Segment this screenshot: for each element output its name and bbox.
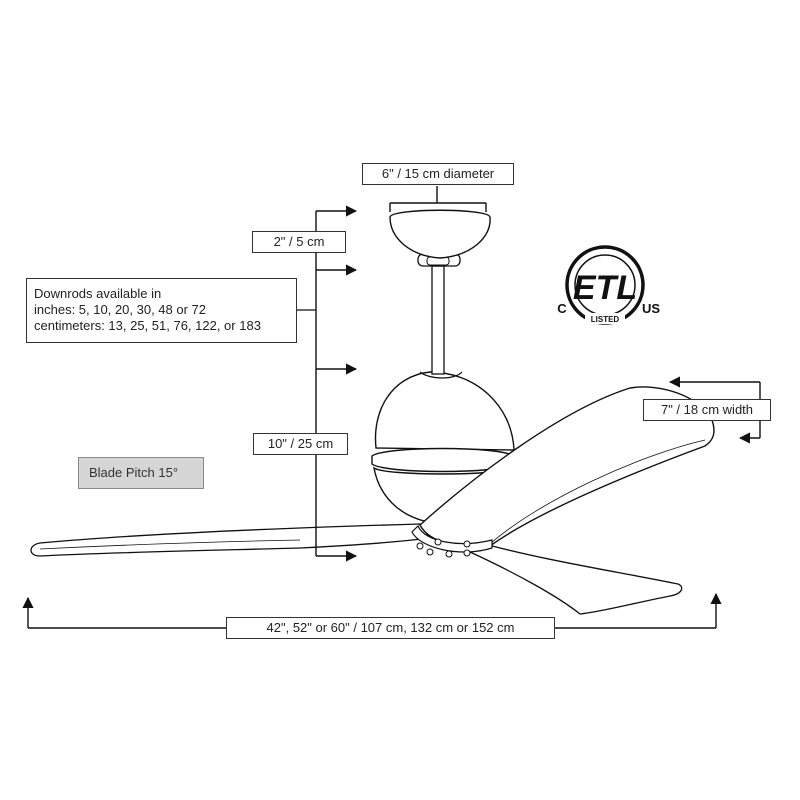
canopy-diameter-bracket: [389, 186, 487, 212]
fan-span-label: 42", 52" or 60" / 107 cm, 132 cm or 152 …: [226, 617, 555, 639]
blade-pitch-label: Blade Pitch 15°: [78, 457, 204, 489]
blade-width-label: 7" / 18 cm width: [643, 399, 771, 421]
etl-listed-mark: ETL LISTED C US: [557, 245, 660, 325]
downrod: [431, 265, 445, 375]
canopy: [389, 209, 491, 259]
blade-hub: [411, 524, 493, 558]
downrods-line-3: centimeters: 13, 25, 51, 76, 122, or 183: [34, 318, 261, 333]
etl-c-text: C: [557, 301, 567, 316]
dimension-ticks: [316, 205, 358, 562]
etl-mark-text: ETL: [573, 269, 637, 307]
etl-listed-text: LISTED: [591, 315, 620, 324]
fan-blade-lower-right: [469, 539, 683, 615]
body-height-label: 10" / 25 cm: [253, 433, 348, 455]
downrods-line-1: Downrods available in: [34, 286, 162, 301]
canopy-height-label: 2" / 5 cm: [252, 231, 346, 253]
etl-us-text: US: [642, 301, 660, 316]
fan-blade-left: [30, 523, 432, 557]
fan-blade-left-edge: [39, 539, 301, 550]
downrods-info-box: Downrods available in inches: 5, 10, 20,…: [26, 278, 297, 343]
canopy-diameter-label: 6" / 15 cm diameter: [362, 163, 514, 185]
downrods-line-2: inches: 5, 10, 20, 30, 48 or 72: [34, 302, 207, 317]
